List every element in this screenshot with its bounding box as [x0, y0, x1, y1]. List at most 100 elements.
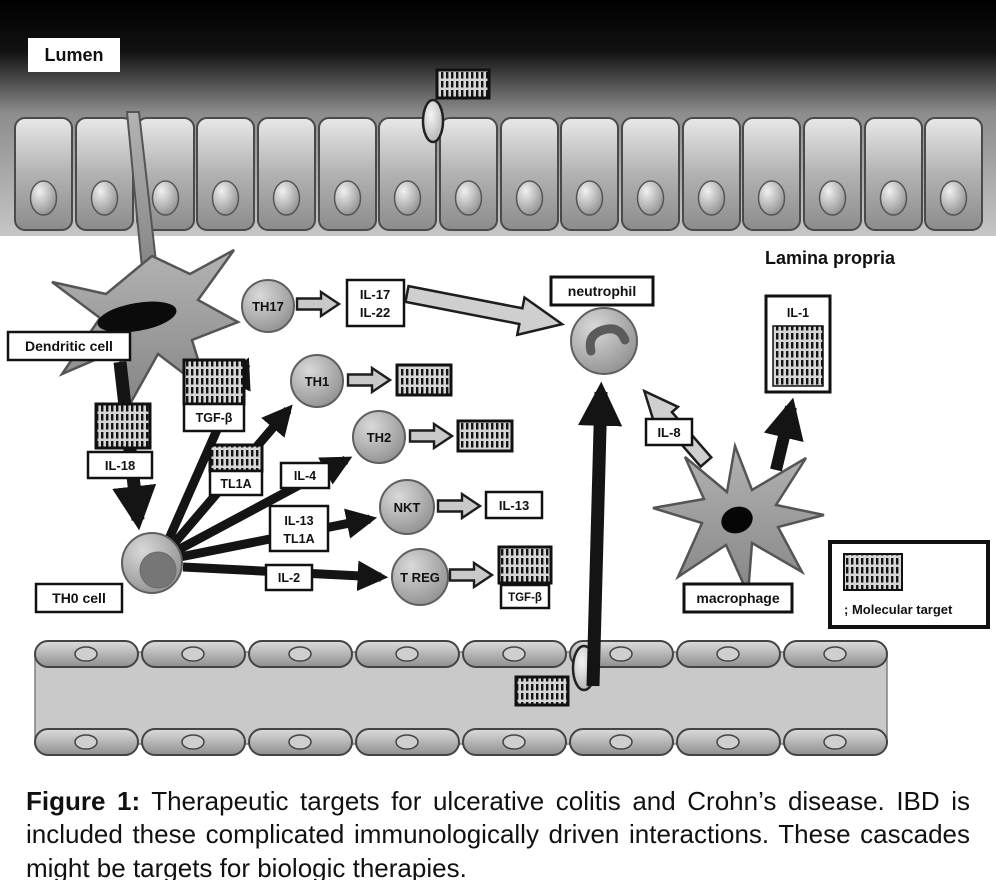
- treg-output-molecular-target: [497, 545, 553, 585]
- th0-label: TH0 cell: [34, 582, 124, 614]
- epithelial-cell: [75, 117, 134, 231]
- th0-label-box: [34, 582, 124, 614]
- tgf-beta-label-text: TGF-β: [196, 411, 233, 425]
- endothelial-cell: [248, 640, 353, 668]
- th2-cell: TH2: [352, 410, 406, 464]
- neutrophil-label-text: neutrophil: [568, 283, 636, 299]
- lumen-label-box: [28, 38, 120, 72]
- dendritic-label-text: Dendritic cell: [25, 338, 113, 354]
- epithelial-cell: [742, 117, 801, 231]
- tl1a-label-box: [208, 469, 264, 497]
- th0-label-text: TH0 cell: [52, 590, 106, 606]
- th2-output-molecular-target: [456, 419, 514, 453]
- arrow-il17-to-neutrophil: [404, 284, 566, 337]
- dendritic-cell-nucleus: [97, 301, 177, 333]
- figure-caption: Figure 1: Therapeutic targets for ulcera…: [0, 777, 996, 880]
- il18-label-box: [86, 450, 154, 480]
- endothelial-cell: [676, 640, 781, 668]
- macrophage-label-text: macrophage: [696, 590, 779, 606]
- endothelial-cell: [355, 728, 460, 756]
- neutrophil-body: [570, 307, 638, 375]
- lamina-propria-label: Lamina propria: [765, 248, 896, 268]
- il13-output-text: IL-13: [499, 498, 529, 513]
- il18-label-text: IL-18: [105, 458, 135, 473]
- epithelial-cell: [318, 117, 377, 231]
- il1-molecular-target: [772, 325, 824, 387]
- th2-cell-body: [352, 410, 406, 464]
- il1-label-text: IL-1: [787, 306, 809, 320]
- th1-output-molecular-target: [395, 363, 453, 397]
- nkt-label: NKT: [394, 500, 421, 515]
- th17-label: TH17: [252, 299, 284, 314]
- endothelial-cell: [462, 728, 567, 756]
- arrow-macrophage-to-il1: [763, 397, 804, 472]
- endothelial-cell: [141, 640, 246, 668]
- caption-text: Therapeutic targets for ulcerative colit…: [26, 786, 970, 880]
- arrow-th17-output: [295, 290, 341, 318]
- arrow-nkt-output: [436, 492, 482, 520]
- il1-target-group: IL-1: [764, 294, 832, 394]
- epithelial-cell: [621, 117, 680, 231]
- transmigrating-oval: [421, 98, 445, 144]
- tl1a-second-label-text: TL1A: [283, 532, 314, 546]
- il2-label-text: IL-2: [278, 571, 300, 585]
- epithelial-cell: [682, 117, 741, 231]
- nkt-cell: NKT: [379, 479, 435, 535]
- endothelial-cell: [141, 728, 246, 756]
- il22-label-text: IL-22: [360, 305, 390, 320]
- figure-number-label: Figure 1:: [26, 786, 141, 816]
- il4-label-text: IL-4: [294, 469, 316, 483]
- epithelial-cell: [560, 117, 619, 231]
- nkt-cell-body: [379, 479, 435, 535]
- endothelial-cell: [34, 640, 139, 668]
- il13-tl1a-label-box: [268, 504, 330, 553]
- legend: ; Molecular target: [828, 540, 990, 629]
- legend-label-text: ; Molecular target: [844, 602, 953, 617]
- il18-label: IL-18: [86, 450, 154, 480]
- il18-molecular-target: [94, 402, 152, 450]
- il17-il22-label-box: [345, 278, 406, 328]
- th1-cell: TH1: [290, 354, 344, 408]
- th0-cell: [121, 532, 183, 594]
- il2-label: IL-2: [264, 563, 314, 592]
- epithelial-cell: [257, 117, 316, 231]
- endothelial-cell: [355, 640, 460, 668]
- th1-label: TH1: [305, 374, 330, 389]
- arrow-treg-output: [448, 561, 494, 589]
- il13-label-text: IL-13: [284, 514, 313, 528]
- diagram-canvas: Lumen Lamina propria Dendritic cell: [0, 0, 996, 756]
- treg-output-group: TGF-β: [497, 545, 553, 610]
- il17-il22-box: IL-17 IL-22: [345, 278, 406, 328]
- tl1a-molecular-target: [208, 443, 264, 473]
- epithelium-molecular-target: [421, 68, 491, 144]
- treg-cell-body: [391, 548, 449, 606]
- macrophage-label: macrophage: [682, 582, 794, 614]
- il17-label-text: IL-17: [360, 287, 390, 302]
- th17-cell: TH17: [241, 279, 295, 333]
- treg-label: T REG: [400, 570, 440, 585]
- macrophage-label-box: [682, 582, 794, 614]
- neutrophil-label-box: [549, 275, 655, 307]
- endothelial-cell: [34, 728, 139, 756]
- macrophage-nucleus: [721, 506, 753, 534]
- dendritic-cell-label: Dendritic cell: [6, 330, 132, 362]
- lumen-label-text: Lumen: [44, 45, 103, 65]
- tgf-beta-output-box: [499, 583, 551, 610]
- epithelial-cell: [500, 117, 559, 231]
- dendritic-label-box: [6, 330, 132, 362]
- epithelial-cell: [864, 117, 923, 231]
- il13-tl1a-label: IL-13 TL1A: [268, 504, 330, 553]
- arrow-vessel-to-neutrophil: [577, 381, 623, 687]
- endothelial-cell: [783, 728, 888, 756]
- il8-label-box: [644, 417, 694, 447]
- endothelial-cell: [248, 728, 353, 756]
- tl1a-label-text: TL1A: [220, 477, 251, 491]
- il4-label-box: [279, 461, 331, 490]
- arrow-th1-output: [346, 366, 392, 394]
- il2-label-box: [264, 563, 314, 592]
- molecular-target-box: [435, 68, 491, 100]
- endothelial-cell: [783, 640, 888, 668]
- epithelial-cell: [924, 117, 983, 231]
- endothelial-cell: [569, 728, 674, 756]
